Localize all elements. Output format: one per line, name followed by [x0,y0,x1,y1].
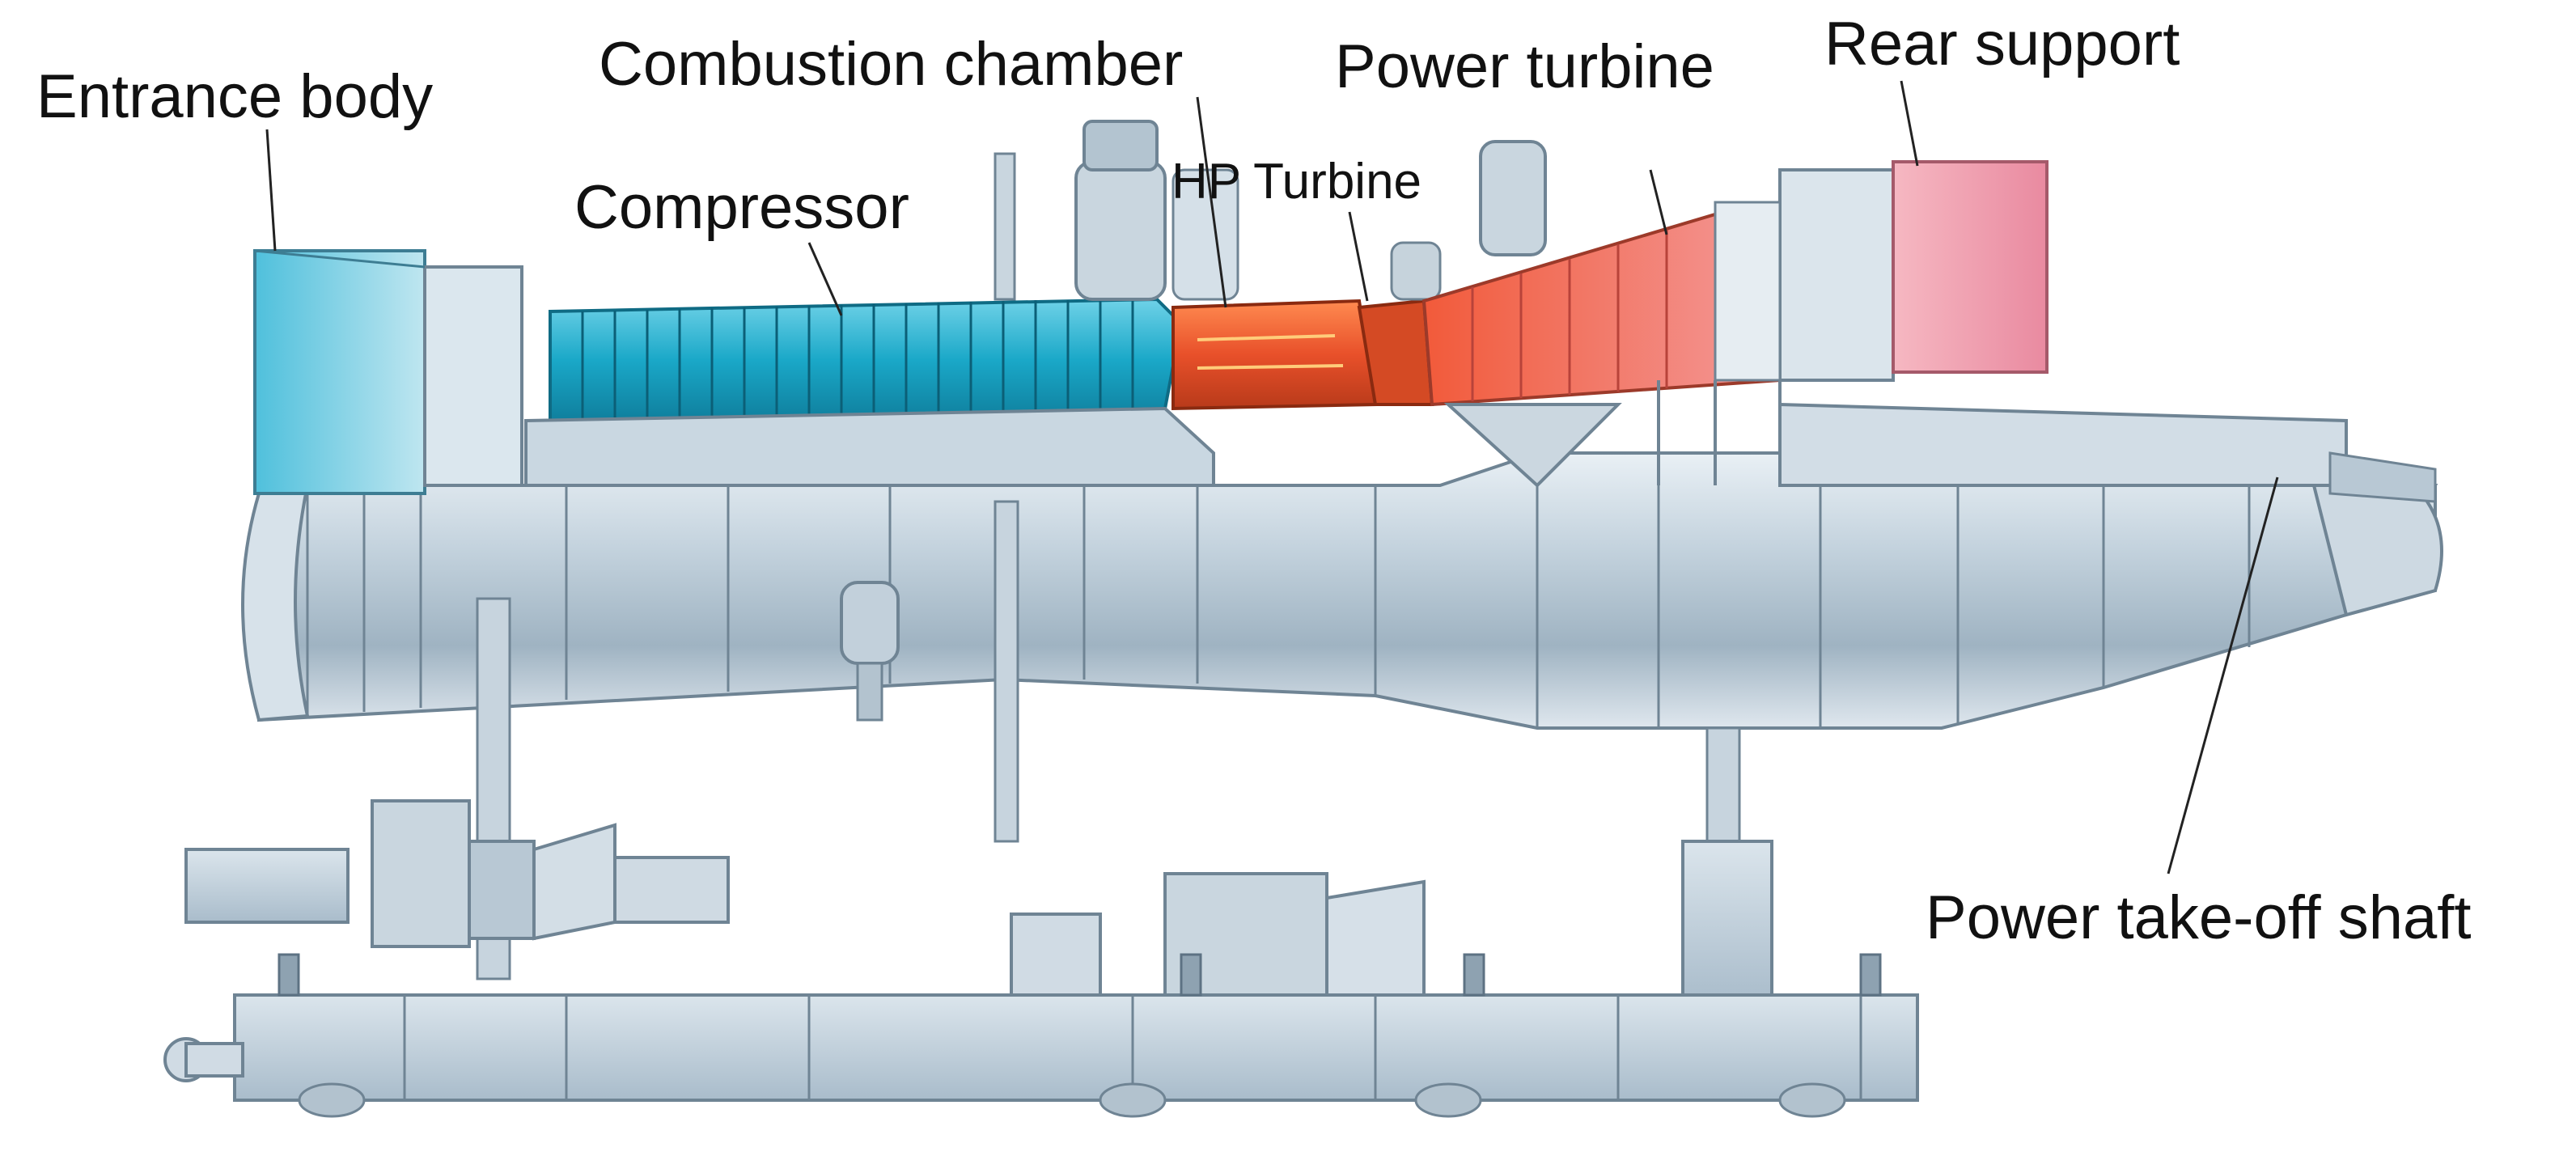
leader-combustion-chamber [1196,96,1227,308]
compressor-section [524,297,1215,487]
label-combustion-chamber: Combustion chamber [599,30,1183,99]
label-compressor: Compressor [574,173,909,242]
leader-compressor [807,242,843,316]
leader-rear-support [1900,80,1919,167]
entrance-body [253,249,523,495]
power-takeoff-shaft-part [2328,451,2437,503]
fuel-pump [840,500,1019,843]
inlet-bell [241,483,310,722]
base-frame [163,872,1919,1118]
leader-lines [265,80,2279,874]
labels: Entrance body Combustion chamber Power t… [36,10,2472,952]
leader-power-turbine [1649,169,1668,235]
label-hp-turbine: HP Turbine [1171,154,1421,210]
combustion-chamber-assembly [994,120,1378,411]
gearbox-assembly [184,597,730,980]
rear-support-section [1657,160,2348,487]
label-power-turbine: Power turbine [1335,32,1714,101]
label-entrance-body: Entrance body [36,62,433,131]
hp-turbine-section [1357,241,1442,406]
label-rear-support: Rear support [1824,10,2180,78]
leader-hp-turbine [1348,211,1369,302]
rear-support-leg [1681,726,1773,1005]
main-casing [257,451,2437,730]
label-power-takeoff-shaft: Power take-off shaft [1926,883,2472,952]
leader-entrance-body [265,129,277,252]
leader-power-takeoff-shaft [2167,476,2279,874]
